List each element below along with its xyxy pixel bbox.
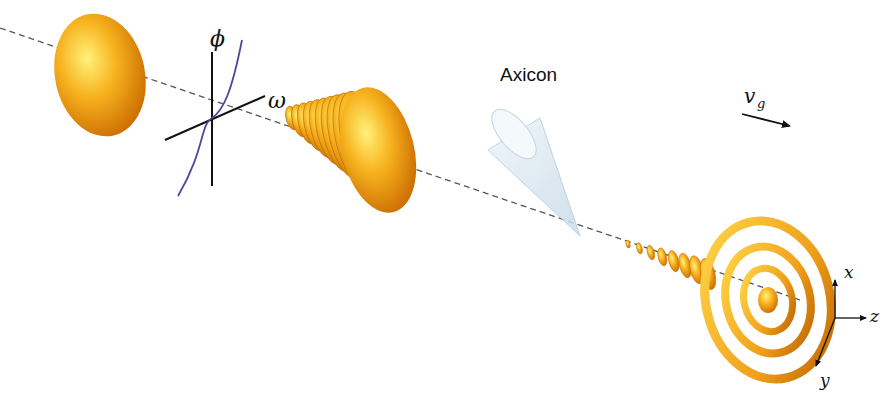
axis-label: y <box>820 370 830 390</box>
phase-plot <box>165 40 265 196</box>
coordinate-axes <box>816 280 866 366</box>
chirped-pulse <box>283 79 428 221</box>
input-pulse <box>43 5 157 145</box>
velocity-arrow <box>742 114 790 126</box>
velocity-symbol: v <box>744 84 755 108</box>
axicon-lens <box>484 102 580 236</box>
bessel-pulse <box>625 207 847 392</box>
velocity-subscript: g <box>757 96 765 111</box>
axicon-label: Axicon <box>500 64 557 86</box>
frequency-symbol: ω <box>268 88 286 113</box>
axis-label: z <box>870 306 879 326</box>
phase-symbol: ϕ <box>210 26 225 51</box>
axis-label: x <box>844 262 854 282</box>
